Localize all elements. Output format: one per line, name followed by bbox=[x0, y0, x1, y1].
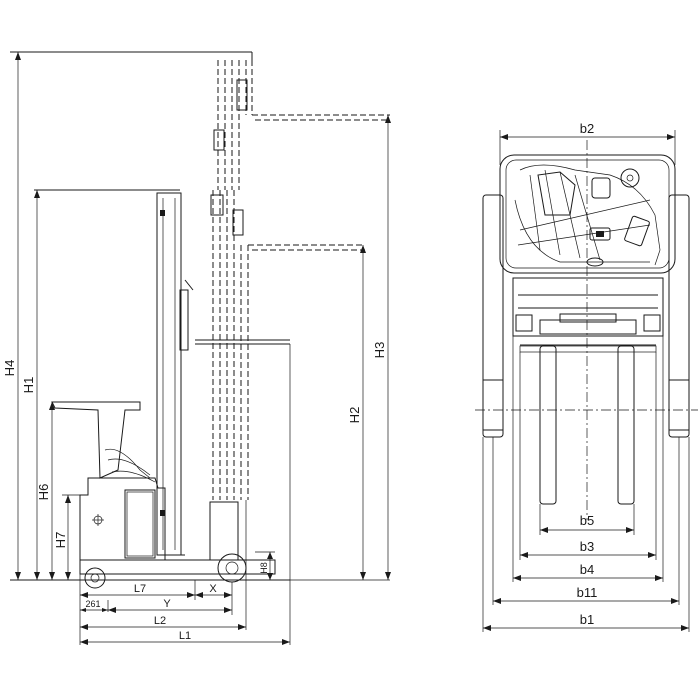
svg-text:b3: b3 bbox=[580, 539, 594, 554]
svg-text:261: 261 bbox=[85, 599, 100, 609]
dimension-H7: H7 bbox=[53, 494, 80, 580]
svg-text:X: X bbox=[209, 583, 217, 595]
dimension-H8: H8 bbox=[255, 551, 275, 580]
dimension-Y: Y bbox=[108, 598, 232, 613]
svg-text:L2: L2 bbox=[154, 615, 166, 627]
mast-lowered bbox=[210, 190, 365, 500]
mast-extended bbox=[213, 60, 390, 190]
dimension-H1: H1 bbox=[21, 190, 40, 580]
svg-text:H7: H7 bbox=[53, 532, 68, 549]
dimension-b5: b5 bbox=[540, 513, 634, 533]
steering-wheel-icon bbox=[620, 168, 640, 188]
svg-text:H3: H3 bbox=[372, 342, 387, 359]
dimension-b11: b11 bbox=[493, 585, 679, 604]
dimension-b3: b3 bbox=[520, 539, 656, 558]
dimension-X: X bbox=[195, 583, 232, 598]
dimension-L2: L2 bbox=[80, 615, 246, 630]
dimension-261: 261 bbox=[80, 599, 108, 612]
load-wheel bbox=[209, 501, 247, 583]
svg-text:H1: H1 bbox=[21, 377, 36, 394]
svg-text:H4: H4 bbox=[2, 360, 17, 377]
carriage bbox=[512, 277, 664, 346]
svg-text:b11: b11 bbox=[577, 585, 598, 600]
dimension-b2: b2 bbox=[500, 121, 675, 140]
truck-top-outline bbox=[499, 154, 676, 274]
truck-body bbox=[34, 189, 290, 575]
dimension-H6: H6 bbox=[36, 402, 55, 580]
fork-left bbox=[539, 345, 557, 505]
dimension-L7: L7 bbox=[80, 583, 195, 598]
top-view: b2 b5 b3 b4 b11 bbox=[475, 121, 698, 632]
dimension-b4: b4 bbox=[513, 562, 663, 581]
control-panel-icon bbox=[92, 514, 104, 526]
fork-right bbox=[617, 345, 635, 505]
dimension-H2: H2 bbox=[347, 245, 366, 580]
dimension-H4: H4 bbox=[2, 52, 21, 580]
svg-text:b5: b5 bbox=[580, 513, 594, 528]
svg-text:H8: H8 bbox=[259, 562, 269, 574]
svg-text:L1: L1 bbox=[179, 630, 191, 642]
dimension-b1: b1 bbox=[483, 612, 689, 631]
svg-text:b1: b1 bbox=[580, 612, 594, 627]
svg-text:H6: H6 bbox=[36, 484, 51, 501]
svg-text:b2: b2 bbox=[580, 121, 594, 136]
dimension-L1: L1 bbox=[80, 630, 290, 645]
dimension-H3: H3 bbox=[290, 115, 391, 581]
side-view: H4 H1 H6 H7 H3 bbox=[2, 51, 391, 645]
svg-text:H2: H2 bbox=[347, 407, 362, 424]
svg-text:L7: L7 bbox=[134, 583, 146, 595]
drive-wheel bbox=[84, 567, 106, 589]
svg-text:b4: b4 bbox=[580, 562, 594, 577]
outrigger-right bbox=[668, 194, 690, 438]
svg-text:Y: Y bbox=[163, 598, 171, 610]
